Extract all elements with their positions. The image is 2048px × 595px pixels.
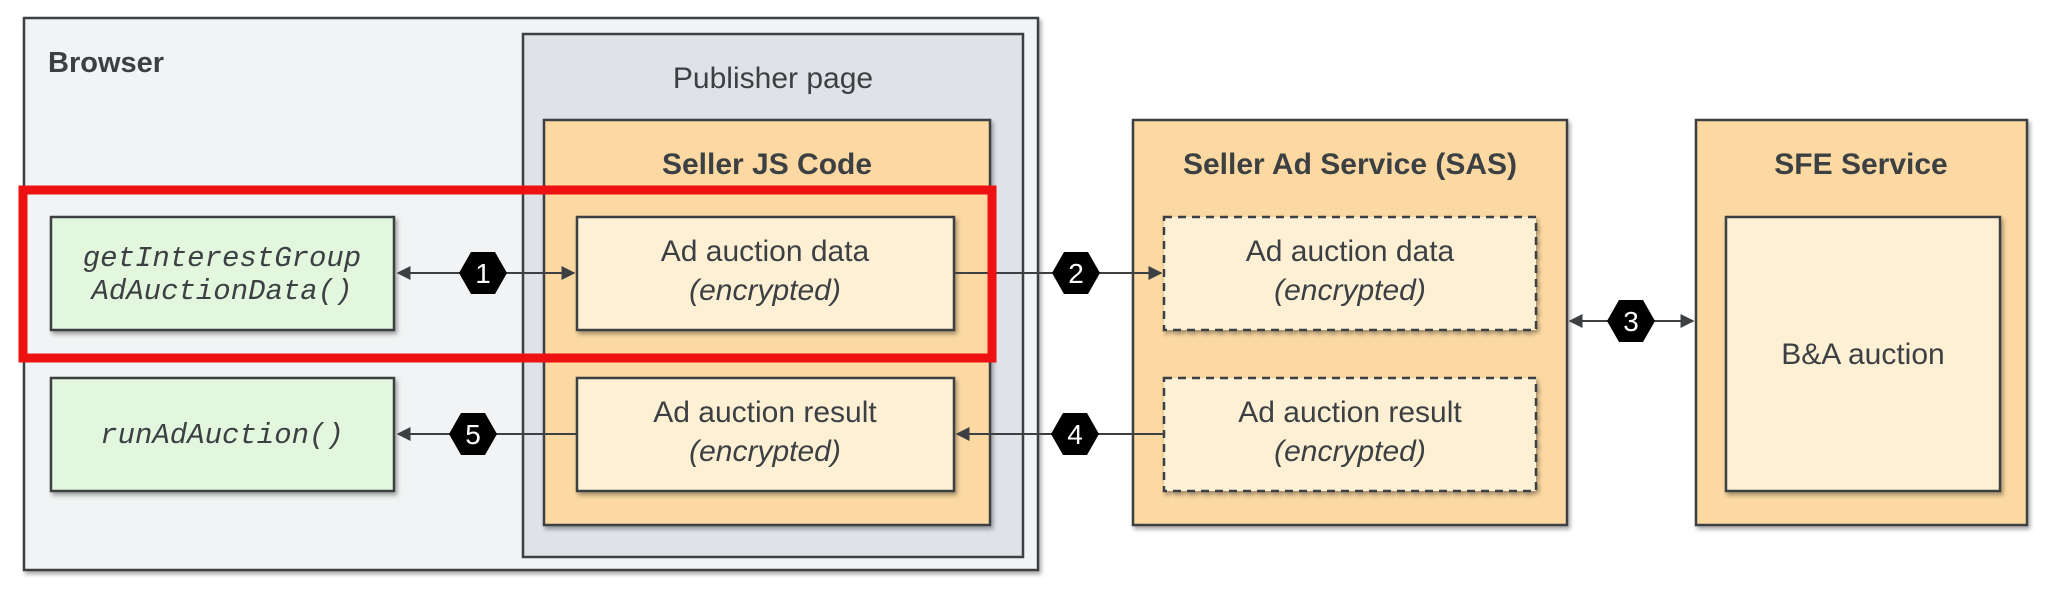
seller-js-data-box: Ad auction data (encrypted) [575, 215, 956, 332]
seller-js-result-line1: Ad auction result [653, 396, 877, 429]
publisher-page-title: Publisher page [673, 62, 873, 95]
browser-title: Browser [48, 47, 164, 79]
highlight-box [18, 185, 997, 363]
sas-result-line2: (encrypted) [1274, 435, 1426, 468]
step-badge-2-label: 2 [1068, 258, 1084, 289]
seller-js-result-box: Ad auction result (encrypted) [575, 376, 956, 493]
step-badge-5: 5 [449, 413, 497, 455]
ba-auction-box: B&A auction [1724, 215, 2002, 493]
run-ad-auction-label: runAdAuction() [100, 419, 344, 452]
step-badge-4-label: 4 [1067, 419, 1083, 450]
seller-js-title: Seller JS Code [662, 148, 872, 181]
get-interest-group-line1: getInterestGroup [83, 242, 361, 275]
step-badge-1: 1 [459, 252, 507, 294]
sas-result-box: Ad auction result (encrypted) [1162, 376, 1538, 493]
get-interest-group-box: getInterestGroup AdAuctionData() [49, 215, 396, 332]
sas-data-line1: Ad auction data [1246, 235, 1455, 268]
get-interest-group-line2: AdAuctionData() [89, 275, 352, 308]
step-badge-3: 3 [1607, 300, 1655, 342]
ba-auction-label: B&A auction [1781, 338, 1944, 371]
step-badge-4: 4 [1051, 413, 1099, 455]
step-badge-3-label: 3 [1623, 306, 1639, 337]
step-badge-2: 2 [1052, 252, 1100, 294]
seller-js-data-line1: Ad auction data [661, 235, 870, 268]
sas-title: Seller Ad Service (SAS) [1183, 148, 1517, 181]
sas-data-line2: (encrypted) [1274, 274, 1426, 307]
step-badge-1-label: 1 [475, 258, 491, 289]
run-ad-auction-box: runAdAuction() [49, 376, 396, 493]
step-badge-5-label: 5 [465, 419, 481, 450]
seller-js-data-line2: (encrypted) [689, 274, 841, 307]
seller-js-result-line2: (encrypted) [689, 435, 841, 468]
sfe-title: SFE Service [1774, 148, 1947, 181]
sas-result-line1: Ad auction result [1238, 396, 1462, 429]
sas-data-box: Ad auction data (encrypted) [1162, 215, 1538, 332]
